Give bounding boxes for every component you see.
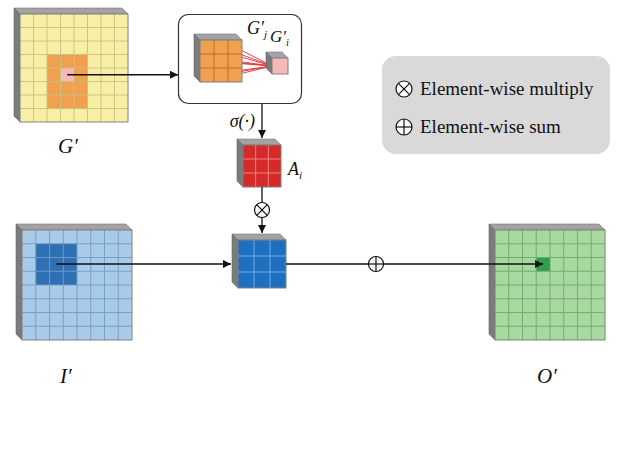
pixel-grid (495, 230, 605, 340)
output-grid: O′ (495, 230, 605, 340)
pixel-grid (272, 58, 288, 74)
pixel-grid (238, 240, 286, 288)
weighted-patch (238, 240, 286, 288)
attention-weights: Ai (243, 145, 281, 187)
grid-label: Ai (288, 159, 302, 181)
pixel-grid (200, 40, 242, 82)
flow-arrow (261, 187, 262, 233)
legend-entry: Element-wise multiply (394, 70, 600, 108)
context-box: G′jG′i (178, 14, 302, 104)
grid-label: G′i (270, 27, 289, 48)
flow-arrow (286, 263, 543, 264)
flow-arrow (56, 263, 231, 264)
pixel-grid (22, 230, 132, 340)
legend-panel: Element-wise multiplyElement-wise sum (382, 56, 610, 154)
local-patch: G′j (200, 40, 242, 82)
grid-label: I′ (60, 364, 72, 389)
pixel-grid (243, 145, 281, 187)
grid-label: G′j (247, 18, 267, 40)
legend-entry: Element-wise sum (394, 108, 600, 146)
edge-label: σ(·) (229, 111, 256, 132)
multiply-symbol (394, 79, 414, 99)
feature-grid: G′ (20, 14, 128, 122)
legend-text: Element-wise sum (420, 116, 561, 138)
grid-label: G′ (58, 134, 78, 159)
multiply-symbol (255, 203, 270, 218)
pixel-grid (20, 14, 128, 122)
sum-symbol (368, 257, 383, 272)
flow-arrow (67, 74, 178, 75)
flow-arrow (261, 104, 262, 138)
input-grid: I′ (22, 230, 132, 340)
legend-text: Element-wise multiply (420, 78, 594, 100)
grid-label: O′ (537, 364, 557, 389)
center-pixel: G′i (272, 58, 288, 74)
sum-symbol (394, 117, 414, 137)
